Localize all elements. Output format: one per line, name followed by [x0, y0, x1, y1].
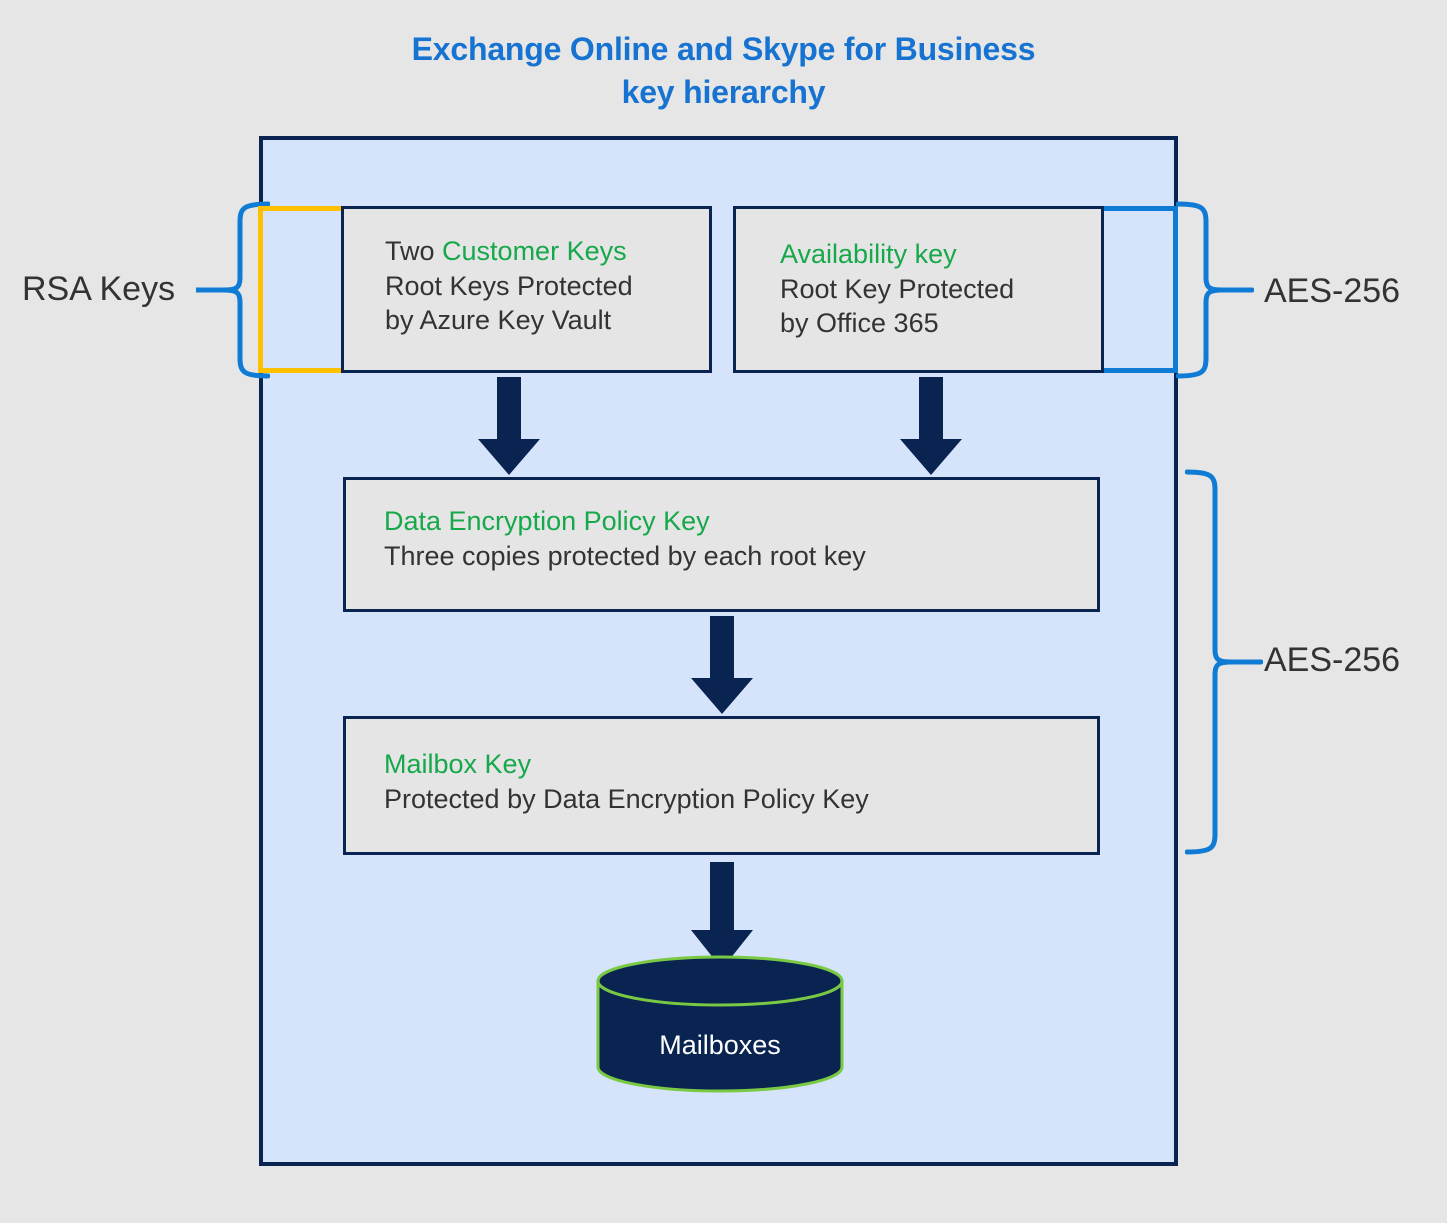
customer-keys-line-1: Two Customer Keys	[385, 234, 633, 269]
availability-key-text: Availability key Root Key Protected by O…	[780, 237, 1014, 341]
aes-256-bottom-brace	[1185, 469, 1263, 855]
mailboxes-database-icon[interactable]	[596, 955, 844, 1093]
data-encryption-policy-key-line-2: Three copies protected by each root key	[384, 540, 866, 571]
customer-keys-box[interactable]: Two Customer Keys Root Keys Protected by…	[341, 206, 712, 373]
customer-keys-highlight: Customer Keys	[442, 236, 627, 266]
aes-256-top-brace	[1176, 201, 1254, 379]
rsa-keys-label: RSA Keys	[22, 270, 176, 308]
data-encryption-policy-key-line-1: Data Encryption Policy Key	[384, 506, 710, 536]
availability-key-line-2: Root Key Protected	[780, 273, 1015, 304]
mailbox-key-box[interactable]: Mailbox Key Protected by Data Encryption…	[343, 716, 1100, 855]
arrow-customer-to-dep-icon	[478, 377, 540, 475]
page-title: Exchange Online and Skype for Business k…	[0, 28, 1447, 114]
arrow-availability-to-dep-icon	[900, 377, 962, 475]
aes-256-top-label: AES-256	[1264, 272, 1401, 310]
aes-256-bottom-label: AES-256	[1264, 641, 1401, 679]
data-encryption-policy-key-text: Data Encryption Policy Key Three copies …	[384, 504, 866, 573]
mailbox-key-line-1: Mailbox Key	[384, 749, 532, 779]
title-line-2: key hierarchy	[621, 74, 826, 111]
title-line-1: Exchange Online and Skype for Business	[411, 31, 1036, 67]
mailbox-key-line-2: Protected by Data Encryption Policy Key	[384, 783, 869, 814]
customer-keys-line-3: by Azure Key Vault	[385, 305, 612, 336]
arrow-mailbox-to-store-icon	[691, 862, 753, 969]
rsa-keys-brace	[196, 201, 270, 379]
availability-key-box[interactable]: Availability key Root Key Protected by O…	[733, 206, 1104, 373]
data-encryption-policy-key-box[interactable]: Data Encryption Policy Key Three copies …	[343, 477, 1100, 612]
customer-keys-line-2: Root Keys Protected	[385, 270, 633, 301]
availability-key-line-1: Availability key	[780, 239, 957, 269]
customer-keys-prefix: Two	[385, 236, 443, 266]
mailbox-key-text: Mailbox Key Protected by Data Encryption…	[384, 747, 869, 816]
customer-keys-text: Two Customer Keys Root Keys Protected by…	[385, 234, 633, 338]
availability-key-line-3: by Office 365	[780, 308, 939, 339]
arrow-dep-to-mailbox-icon	[691, 616, 753, 714]
